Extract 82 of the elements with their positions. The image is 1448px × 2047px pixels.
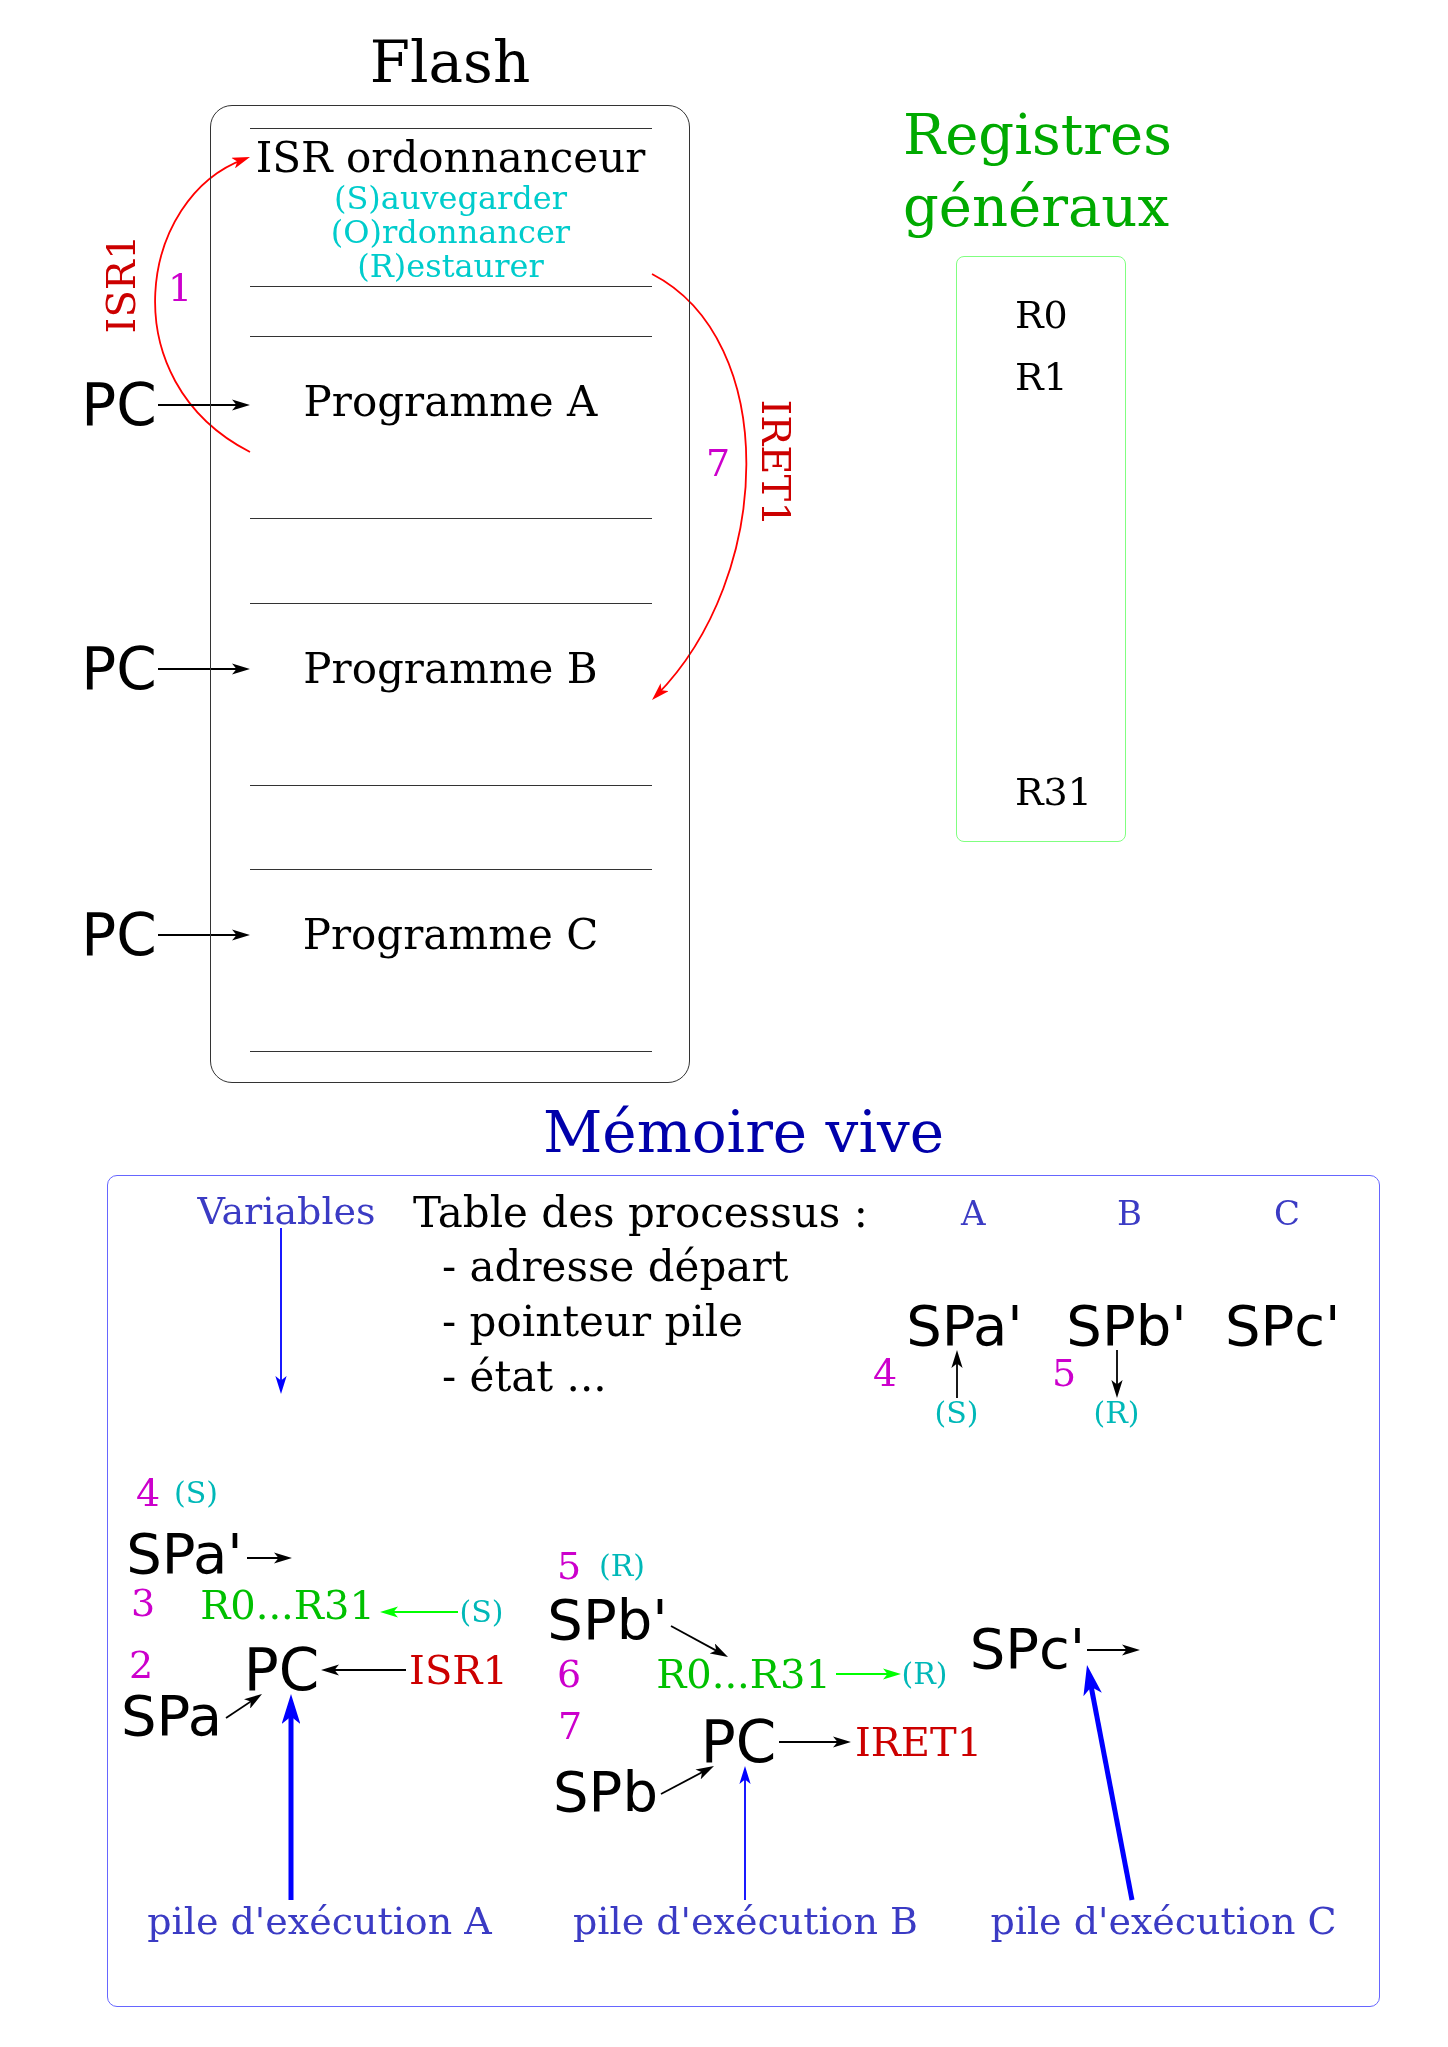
arrow bbox=[1086, 1644, 1140, 1656]
stack-pointer-label: SPb bbox=[550, 1767, 661, 1816]
routine-step: (R)estaurer bbox=[357, 248, 544, 283]
step-number: 4 bbox=[873, 1354, 898, 1392]
edge-label: ISR1 bbox=[101, 234, 141, 334]
pc-label: PC bbox=[698, 1717, 779, 1766]
arrow bbox=[321, 1664, 407, 1676]
program-section bbox=[249, 868, 652, 1052]
register-name: R31 bbox=[1015, 770, 1092, 814]
program-section bbox=[249, 602, 652, 786]
pc-label: PC bbox=[80, 911, 158, 959]
pc-label: PC bbox=[242, 1645, 321, 1694]
operation-tag: (S) bbox=[934, 1397, 979, 1428]
register-range: R0...R31 bbox=[651, 1656, 836, 1691]
program-name: Programme C bbox=[302, 910, 599, 959]
routine-title: ISR ordonnanceur bbox=[255, 134, 646, 181]
arrow bbox=[157, 663, 250, 675]
interrupt-label: IRET1 bbox=[850, 1724, 987, 1759]
curved-arrow bbox=[651, 273, 748, 701]
step-number: 7 bbox=[706, 444, 731, 482]
step-number: 4 bbox=[136, 1474, 161, 1512]
curved-arrow bbox=[154, 156, 251, 453]
arrow bbox=[739, 1766, 751, 1901]
column-header: C bbox=[1274, 1196, 1300, 1230]
arrow bbox=[1083, 1665, 1135, 1901]
arrow bbox=[225, 1694, 262, 1719]
program-name: Programme B bbox=[303, 644, 598, 693]
register-name: R1 bbox=[1015, 355, 1068, 399]
arrow bbox=[835, 1668, 901, 1680]
variables-label: Variables bbox=[193, 1193, 380, 1228]
table-item: - pointeur pile bbox=[442, 1301, 743, 1343]
edge-label: IRET1 bbox=[756, 399, 796, 527]
arrow bbox=[951, 1350, 963, 1399]
arrow bbox=[380, 1606, 459, 1618]
stack-label: pile d'exécution A bbox=[143, 1899, 496, 1942]
register-name: R0 bbox=[1015, 293, 1068, 337]
stack-pointer-label: SPc' bbox=[968, 1624, 1087, 1673]
step-number: 5 bbox=[557, 1547, 582, 1585]
program-name: Programme A bbox=[303, 377, 598, 426]
pc-label: PC bbox=[80, 645, 158, 693]
arrow bbox=[660, 1766, 714, 1795]
arrow bbox=[157, 399, 250, 411]
step-number: 1 bbox=[168, 269, 193, 307]
arrow bbox=[157, 929, 250, 941]
routine-step: (S)auvegarder bbox=[333, 180, 568, 215]
pc-label: PC bbox=[80, 381, 158, 429]
table-item: - état ... bbox=[442, 1356, 607, 1398]
stack-pointer-label: SPa' bbox=[122, 1529, 247, 1578]
section-title: Registres généraux bbox=[903, 101, 1172, 241]
operation-tag: (R) bbox=[900, 1658, 949, 1689]
step-number: 6 bbox=[557, 1655, 582, 1693]
program-section bbox=[249, 335, 652, 519]
register-range: R0...R31 bbox=[195, 1587, 380, 1622]
stack-label: pile d'exécution B bbox=[569, 1899, 922, 1942]
stack-pointer-label: SPa' bbox=[901, 1301, 1028, 1350]
section-title: Mémoire vive bbox=[542, 1097, 945, 1167]
stack-pointer-label: SPc' bbox=[1225, 1298, 1341, 1354]
section-title: Flash bbox=[369, 27, 531, 98]
step-number: 5 bbox=[1052, 1354, 1077, 1392]
column-header: A bbox=[961, 1196, 986, 1230]
table-item: - adresse départ bbox=[442, 1246, 789, 1288]
step-number: 7 bbox=[558, 1707, 583, 1745]
stack-pointer-label: SPa bbox=[117, 1691, 226, 1740]
routine-section bbox=[249, 127, 652, 287]
arrow bbox=[778, 1736, 851, 1748]
column-header: B bbox=[1117, 1196, 1142, 1230]
arrow bbox=[281, 1694, 301, 1900]
table-heading: Table des processus : bbox=[413, 1192, 868, 1234]
stack-label: pile d'exécution C bbox=[987, 1899, 1340, 1942]
stack-pointer-label: SPb' bbox=[1063, 1301, 1190, 1350]
arrow bbox=[246, 1552, 292, 1564]
step-number: 2 bbox=[129, 1646, 154, 1684]
operation-tag: (R) bbox=[599, 1551, 645, 1581]
interrupt-label: ISR1 bbox=[405, 1652, 512, 1687]
arrow bbox=[275, 1227, 287, 1394]
operation-tag: (S) bbox=[457, 1596, 506, 1627]
step-number: 3 bbox=[131, 1584, 156, 1622]
operation-tag: (R) bbox=[1094, 1397, 1139, 1428]
arrow bbox=[670, 1625, 728, 1657]
arrow bbox=[1111, 1349, 1123, 1398]
operation-tag: (S) bbox=[174, 1478, 218, 1508]
stack-pointer-label: SPb' bbox=[544, 1595, 671, 1644]
